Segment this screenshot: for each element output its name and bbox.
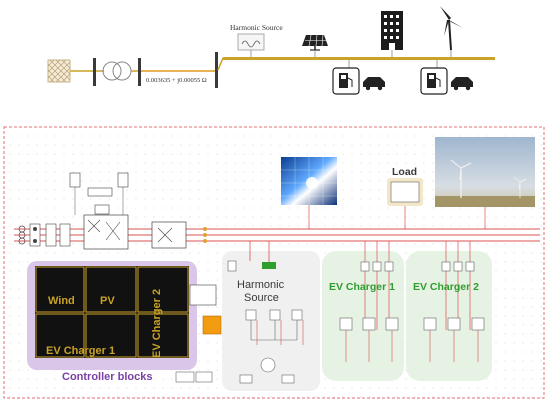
impedance-label: 0.003635 + j0.00055 Ω [146,77,207,84]
building-icon [381,11,403,50]
harmonic-zone [222,251,320,391]
controller-ev-charger-2-label: EV Charger 2 [151,289,163,358]
controller-pv-label: PV [100,295,115,307]
ev-charger-2-zone [406,251,492,381]
ev-charger-2-label: EV Charger 2 [413,281,479,293]
ev-charger-2-circuit [423,241,485,362]
pcc-busbar [138,58,141,86]
controller-wind-label: Wind [48,295,75,307]
controller-blocks-caption: Controller blocks [62,371,152,383]
harmonic-source-label-2: Source [244,292,279,304]
ev-charger-1-label: EV Charger 1 [329,281,395,293]
harmonic-circuit [175,309,303,384]
grid-source-block [18,223,71,247]
one-line-diagram: 0.003635 + j0.00055 Ω Harmonic Source [47,6,495,95]
scope-block [202,315,222,335]
solar-panel-icon [302,34,328,51]
ev-charger-1-circuit [339,241,399,362]
load-block [390,181,420,203]
grid-busbar [93,58,96,86]
ev-charger-1-zone [322,251,404,381]
feeder-busbar [215,52,218,88]
harmonic-source-title: Harmonic Source [230,23,283,32]
controller-ev-charger-1-label: EV Charger 1 [46,345,115,357]
wind-farm-photo [435,137,535,207]
harmonic-source-icon [237,33,265,51]
transformer-block [69,172,129,250]
pv-panel-photo [281,157,337,205]
ev-charger-2-icon [420,67,473,95]
breaker-block [151,221,207,249]
harmonic-switch-block [227,260,237,272]
wind-turbine-icon [440,6,463,51]
harmonic-source-label-1: Harmonic [237,279,285,291]
ev-charger-1-icon [332,67,385,95]
measurement-block [189,284,217,306]
main-busbar [223,57,495,60]
load-label: Load [392,166,417,178]
harmonic-filter-block [262,262,276,269]
